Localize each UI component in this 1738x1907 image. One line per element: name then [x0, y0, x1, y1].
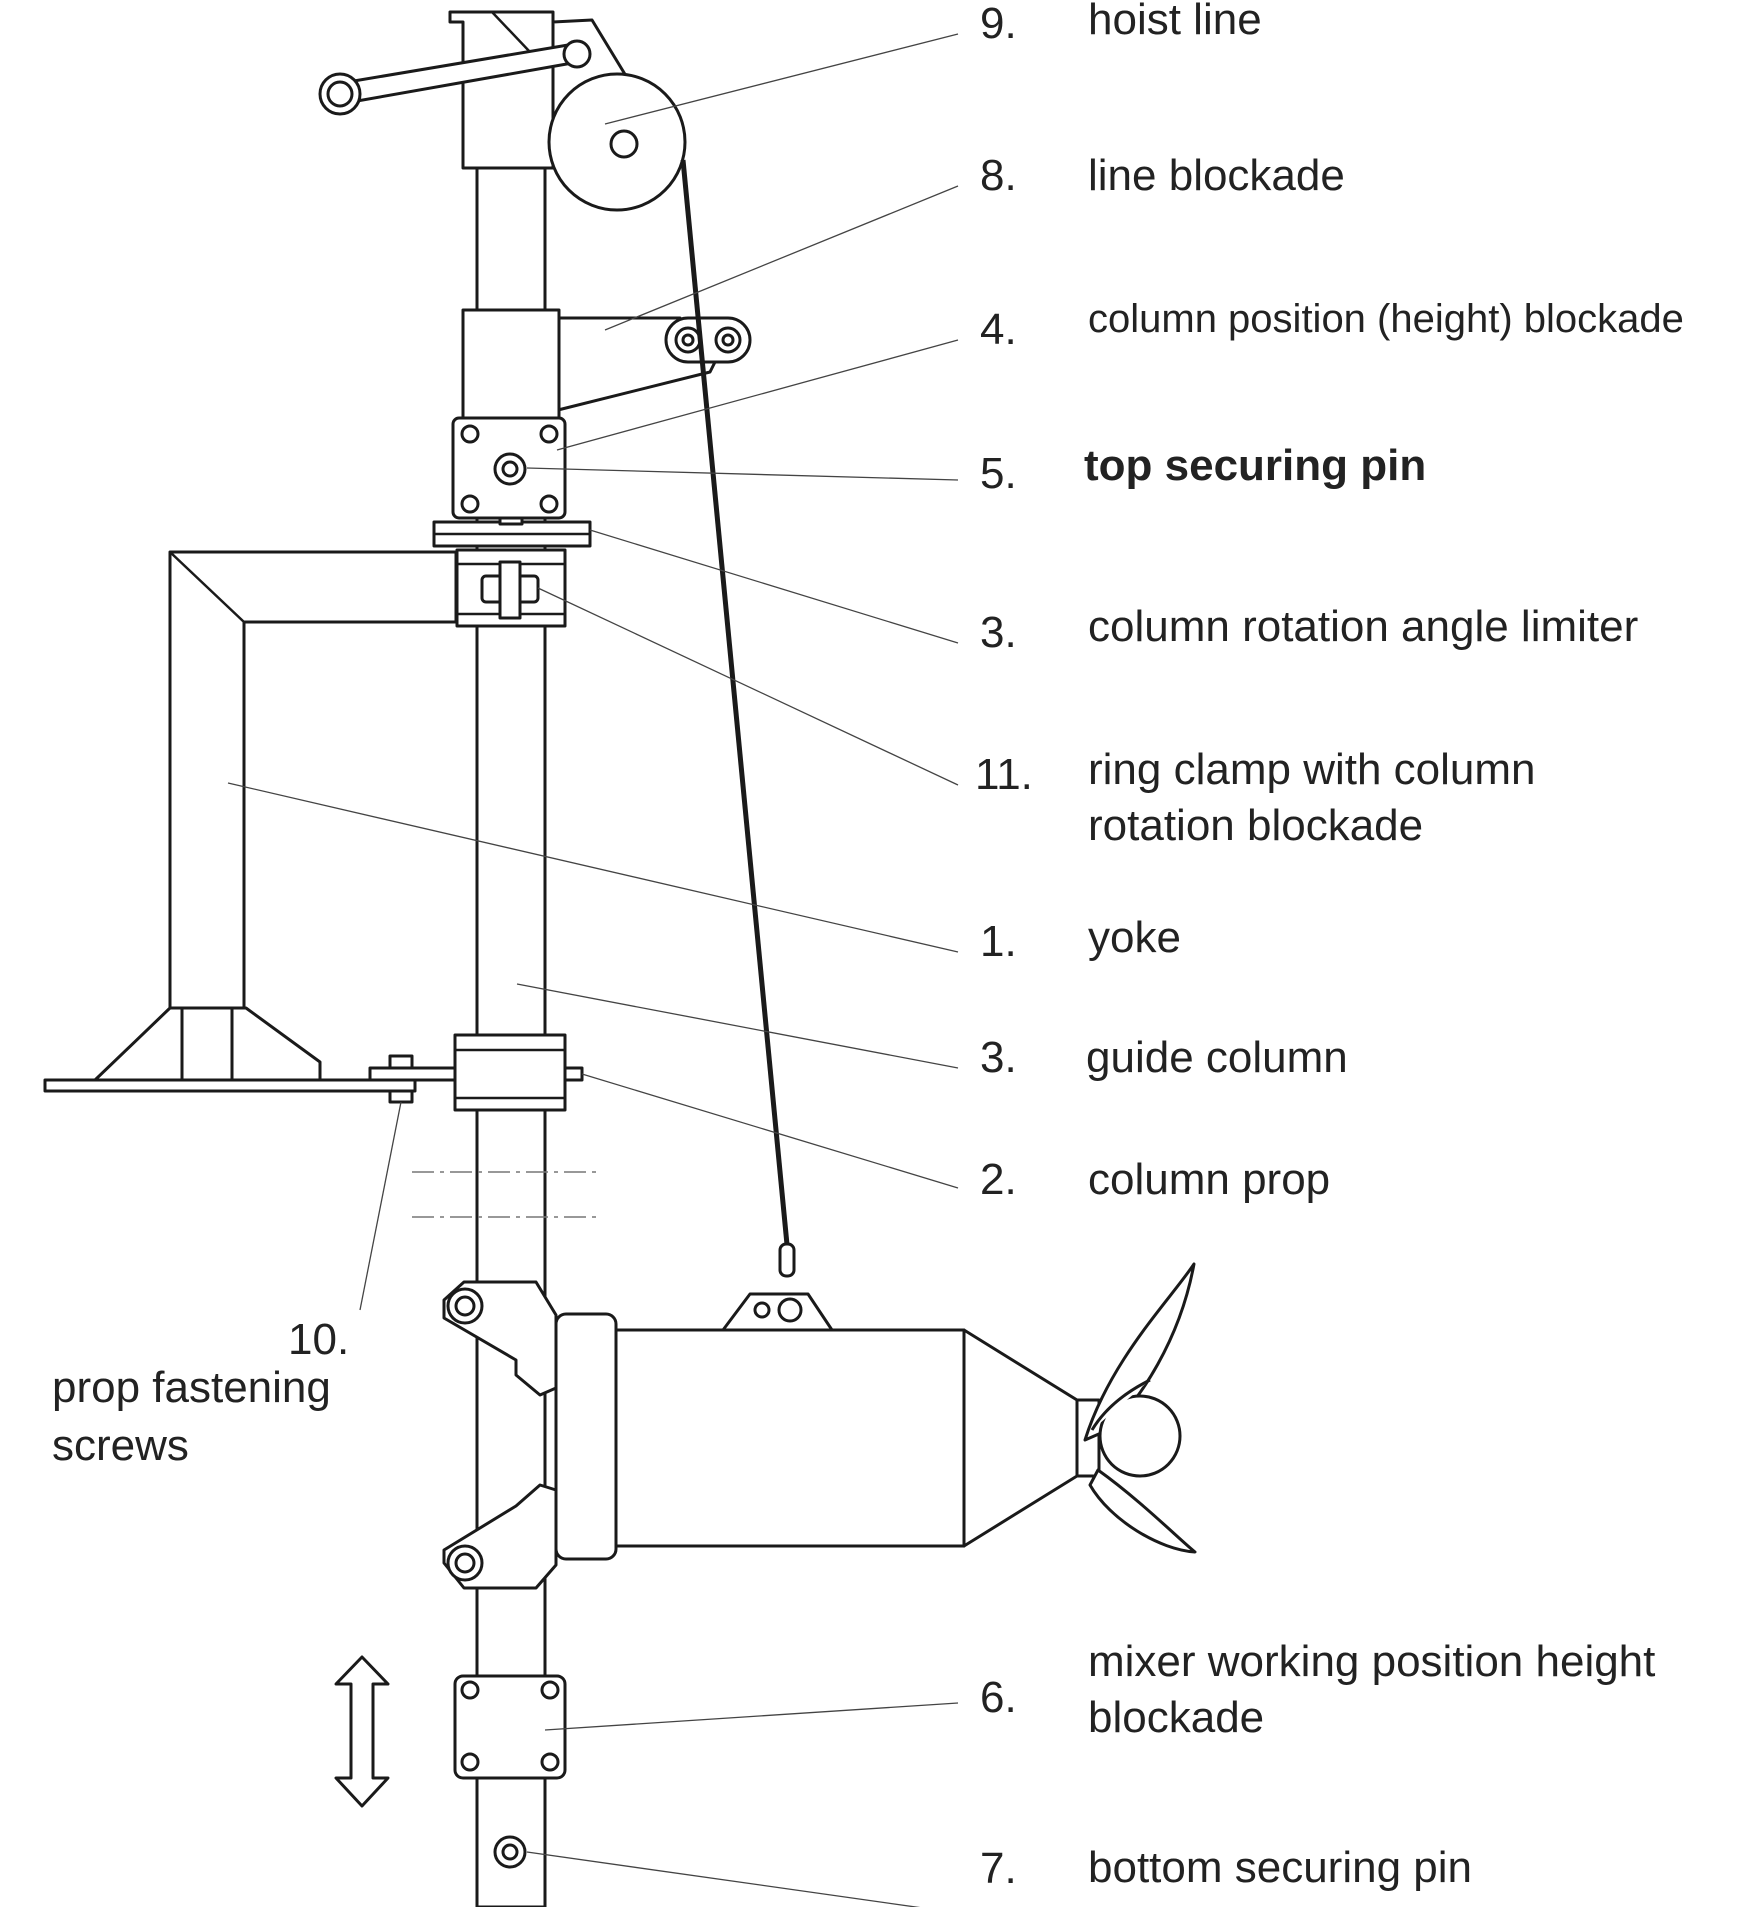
label-number: 9. [980, 0, 1017, 48]
label-text: bottom securing pin [1088, 1843, 1472, 1892]
label-number: 11. [975, 750, 1033, 799]
vertical-adjustment-arrow [334, 1655, 390, 1808]
label-guide-column: 3. guide column [980, 1033, 1348, 1082]
label-text: hoist line [1088, 0, 1262, 44]
label-text-line-1: prop fastening [52, 1363, 331, 1412]
label-number: 2. [980, 1155, 1017, 1204]
label-text: line blockade [1088, 151, 1345, 200]
label-number: 8. [980, 151, 1017, 200]
leader-height-blockade [544, 1702, 959, 1731]
prop-fastening-screws [388, 1054, 414, 1104]
leader-yoke [227, 782, 959, 953]
label-text: column prop [1088, 1155, 1330, 1204]
label-text-line-2: rotation blockade [1088, 801, 1423, 850]
label-column-prop: 2. column prop [980, 1155, 1330, 1204]
leader-prop-fastening-screws [359, 1101, 402, 1311]
callout-labels: 9. hoist line 8. line blockade 4. column… [52, 0, 1684, 1893]
label-text-line-1: mixer working position height [1088, 1637, 1655, 1686]
label-number: 3. [980, 1033, 1017, 1082]
label-bottom-securing-pin: 7. bottom securing pin [980, 1843, 1472, 1893]
column-break-lines [412, 1171, 602, 1218]
leader-top-securing-pin [526, 467, 959, 481]
ring-clamp [455, 548, 567, 628]
propeller [1075, 1262, 1197, 1554]
label-text: column rotation angle limiter [1088, 602, 1638, 651]
label-number: 6. [980, 1673, 1017, 1722]
column-position-blockade [451, 308, 567, 520]
leader-lines [227, 33, 959, 1907]
mixer-working-position-height-blockade [453, 1674, 567, 1780]
label-column-position-blockade: 4. column position (height) blockade [980, 297, 1684, 354]
label-text: guide column [1086, 1033, 1348, 1082]
label-number: 10. [288, 1315, 349, 1364]
label-text-line-1: ring clamp with column [1088, 745, 1536, 794]
label-number: 4. [980, 305, 1017, 354]
label-number: 3. [980, 608, 1017, 657]
hoist-cable [680, 159, 796, 1278]
line-blockade [556, 316, 752, 412]
leader-guide-column [516, 983, 959, 1069]
label-hoist-line: 9. hoist line [980, 0, 1262, 48]
leader-line-blockade [604, 185, 959, 331]
mechanical-drawing [43, 10, 1197, 1907]
label-text: top securing pin [1084, 441, 1426, 490]
label-number: 1. [980, 917, 1017, 966]
mixer-bracket [442, 1280, 558, 1590]
label-top-securing-pin: 5. top securing pin [980, 441, 1426, 498]
label-line-blockade: 8. line blockade [980, 151, 1345, 200]
leader-ring-clamp [537, 587, 959, 786]
leader-bottom-securing-pin [526, 1851, 921, 1907]
label-number: 7. [980, 1844, 1017, 1893]
leader-rotation-angle-limiter [589, 529, 959, 644]
column-prop [368, 1033, 584, 1112]
label-text: yoke [1088, 913, 1181, 962]
label-text-line-2: blockade [1088, 1693, 1264, 1742]
leader-hoist-line [604, 33, 959, 125]
leader-column-prop [581, 1073, 959, 1189]
label-prop-fastening-screws: 10. prop fastening screws [52, 1315, 349, 1470]
label-ring-clamp: 11. ring clamp with column rotation bloc… [975, 745, 1536, 850]
label-number: 5. [980, 449, 1017, 498]
leader-column-position-blockade [556, 339, 959, 451]
hoist [318, 10, 687, 212]
label-column-rotation-angle-limiter: 3. column rotation angle limiter [980, 602, 1638, 657]
top-securing-pin [493, 452, 527, 486]
yoke [43, 550, 458, 1093]
label-text: column position (height) blockade [1088, 297, 1684, 341]
label-mixer-working-position-height-blockade: 6. mixer working position height blockad… [980, 1637, 1655, 1742]
label-yoke: 1. yoke [980, 913, 1181, 966]
bottom-securing-pin [493, 1835, 527, 1869]
mixer-body [554, 1292, 1079, 1561]
label-text-line-2: screws [52, 1421, 189, 1470]
